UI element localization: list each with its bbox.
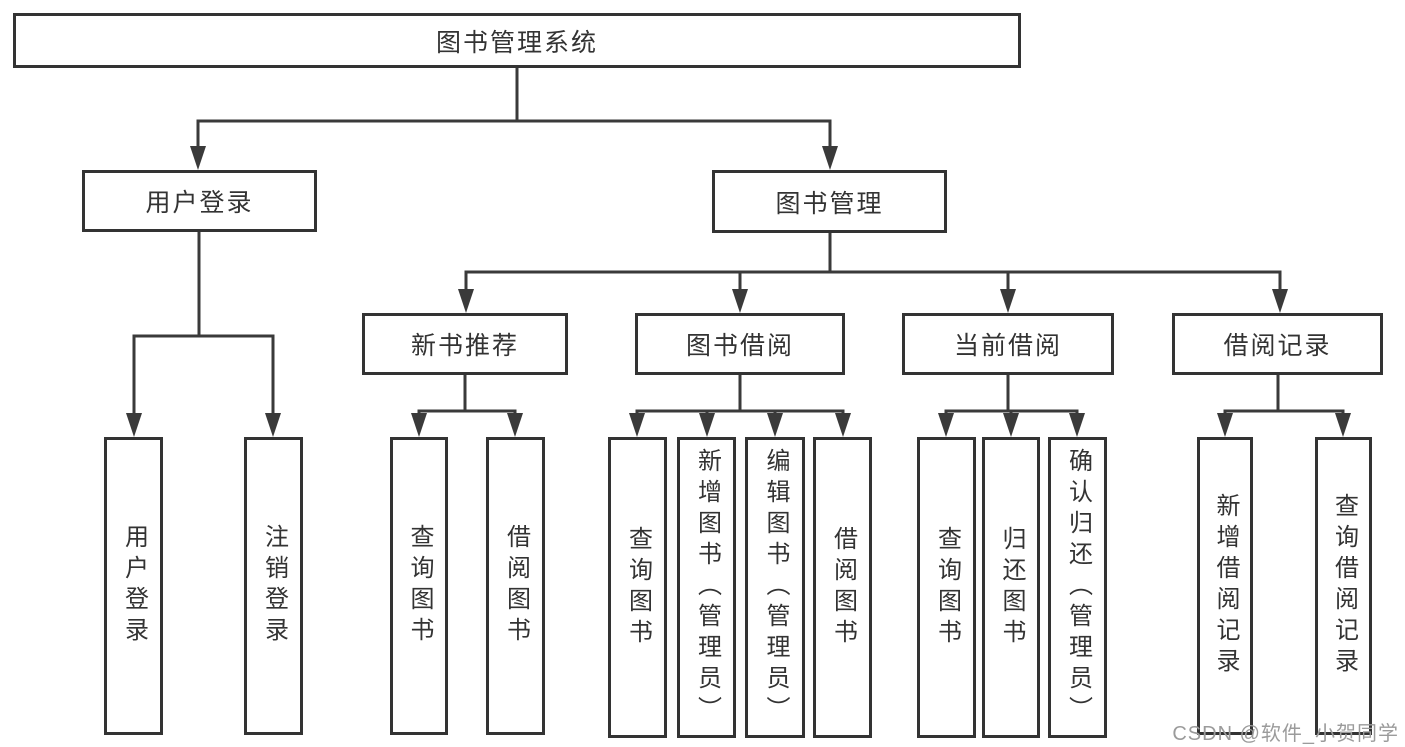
node-user-login: 用户登录 bbox=[82, 170, 317, 232]
node-book-borrowing: 图书借阅 bbox=[635, 313, 845, 375]
leaf-query-books-borrowing: 查询图书 bbox=[608, 437, 667, 738]
leaf-label: 新增借阅记录 bbox=[1212, 493, 1239, 679]
leaf-user-login: 用户登录 bbox=[104, 437, 163, 735]
leaf-label: 编辑图书（管理员） bbox=[762, 448, 789, 727]
node-borrow-records: 借阅记录 bbox=[1172, 313, 1383, 375]
node-root-system: 图书管理系统 bbox=[13, 13, 1021, 68]
leaf-label: 借阅图书 bbox=[502, 524, 530, 648]
leaf-borrow-books-recommend: 借阅图书 bbox=[486, 437, 545, 735]
leaf-query-books-current: 查询图书 bbox=[917, 437, 976, 738]
leaf-borrow-books-borrowing: 借阅图书 bbox=[813, 437, 872, 738]
leaf-label: 用户登录 bbox=[120, 524, 148, 648]
leaf-label: 借阅图书 bbox=[829, 525, 857, 650]
leaf-label: 查询图书 bbox=[624, 525, 652, 650]
connector-path bbox=[132, 68, 1345, 415]
node-current-borrowing: 当前借阅 bbox=[902, 313, 1114, 375]
leaf-confirm-return-admin: 确认归还（管理员） bbox=[1048, 437, 1107, 738]
connector-arrowheads bbox=[126, 146, 1351, 437]
leaf-label: 新增图书（管理员） bbox=[693, 448, 721, 727]
leaf-edit-book-admin: 编辑图书（管理员） bbox=[745, 437, 805, 738]
leaf-add-book-admin: 新增图书（管理员） bbox=[677, 437, 736, 738]
csdn-watermark: CSDN @软件_小贺同学 bbox=[1172, 723, 1399, 745]
leaf-query-borrow-record: 查询借阅记录 bbox=[1315, 437, 1372, 735]
leaf-label: 查询借阅记录 bbox=[1330, 493, 1358, 679]
leaf-label: 查询图书 bbox=[933, 525, 961, 650]
leaf-add-borrow-record: 新增借阅记录 bbox=[1197, 437, 1253, 735]
node-new-book-recommend: 新书推荐 bbox=[362, 313, 568, 375]
leaf-label: 确认归还（管理员） bbox=[1064, 448, 1092, 727]
leaf-query-books-recommend: 查询图书 bbox=[390, 437, 448, 735]
leaf-return-books: 归还图书 bbox=[982, 437, 1040, 738]
node-book-management: 图书管理 bbox=[712, 170, 947, 233]
leaf-logout: 注销登录 bbox=[244, 437, 303, 735]
leaf-label: 归还图书 bbox=[998, 525, 1025, 650]
leaf-label: 注销登录 bbox=[260, 524, 288, 648]
leaf-label: 查询图书 bbox=[406, 524, 433, 648]
